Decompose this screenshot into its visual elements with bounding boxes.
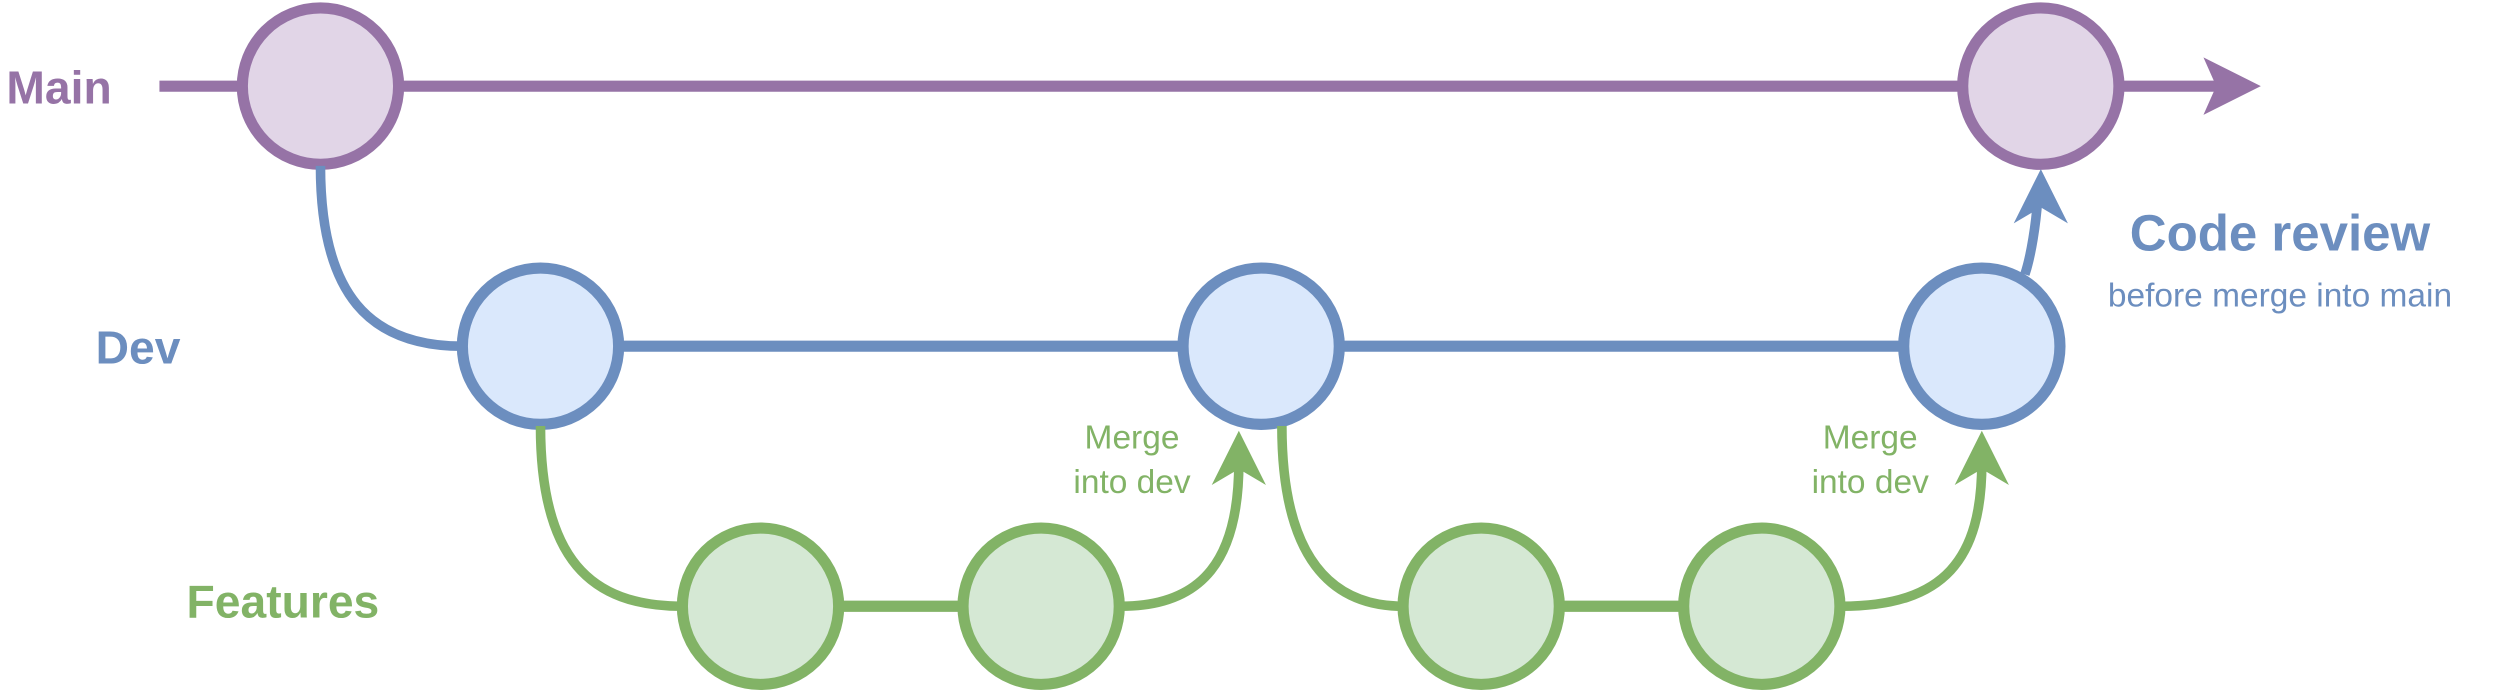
main-commit-2 <box>1957 2 2125 170</box>
features-label: Features <box>187 575 380 627</box>
feature-commit-1 <box>676 522 845 691</box>
dev-commit-3 <box>1898 262 2066 430</box>
main-label: Main <box>6 62 111 114</box>
feature-merge-curve-2 <box>1841 462 1987 612</box>
merge-label-2-line1: Merge <box>1823 419 1918 456</box>
merge-arrowhead-icon-2 <box>1954 430 2009 486</box>
dev-branch <box>315 165 2068 430</box>
merge-label-1-line2: into dev <box>1073 464 1190 501</box>
feature-commit-2 <box>957 522 1125 691</box>
dev-label: Dev <box>96 322 181 374</box>
merge-label-2-line2: into dev <box>1812 464 1929 501</box>
main-to-dev-curve <box>315 165 463 351</box>
main-commit-1 <box>236 2 405 170</box>
features-branch <box>535 425 2009 691</box>
dev-to-feature-curve-2 <box>1277 425 1404 612</box>
code-review-arrowhead-icon <box>2013 169 2068 224</box>
feature-commit-3 <box>1397 522 1565 691</box>
dev-commit-1 <box>456 262 625 430</box>
main-branch <box>159 2 2261 170</box>
merge-label-1-line1: Merge <box>1085 419 1180 456</box>
dev-commit-2 <box>1177 262 1345 430</box>
feature-merge-curve-1 <box>1120 462 1244 612</box>
code-review-subtitle: before merge into main <box>2108 277 2452 314</box>
code-review-title: Code review <box>2130 204 2431 261</box>
merge-arrowhead-icon-1 <box>1211 430 1266 486</box>
main-arrowhead-icon <box>2203 57 2261 115</box>
feature-commit-4 <box>1678 522 1846 691</box>
dev-to-feature-curve-1 <box>535 425 683 612</box>
